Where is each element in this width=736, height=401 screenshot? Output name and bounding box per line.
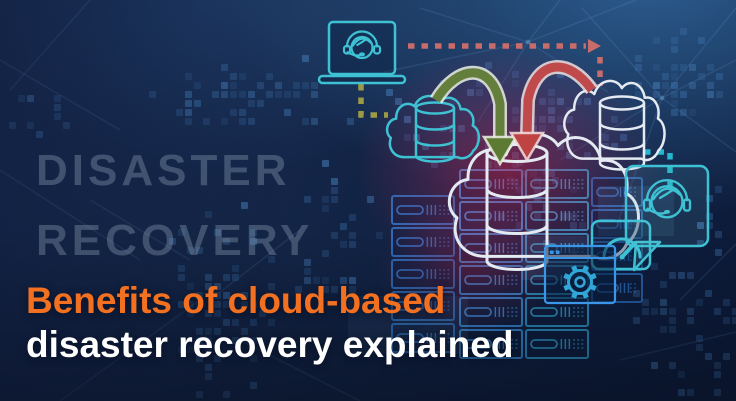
watermark: DISASTER RECOVERY [36, 136, 313, 276]
support-agent-bubble-icon [624, 164, 710, 272]
laptop-support-agent-icon [317, 20, 407, 85]
failover-arrow-green-icon [430, 65, 519, 167]
connector-lines [358, 39, 673, 190]
headline-line2: disaster recovery explained [26, 324, 514, 365]
left-vignette [0, 0, 300, 401]
watermark-line1: DISASTER [36, 146, 291, 195]
cloud-database-left-icon [387, 96, 479, 163]
headline-line1: Benefits of cloud-based [26, 280, 446, 321]
gear-window-icon [543, 244, 617, 305]
watermark-line2: RECOVERY [36, 216, 314, 265]
failover-arrow-red-icon [508, 60, 598, 163]
page-title: Benefits of cloud-based disaster recover… [26, 279, 513, 367]
